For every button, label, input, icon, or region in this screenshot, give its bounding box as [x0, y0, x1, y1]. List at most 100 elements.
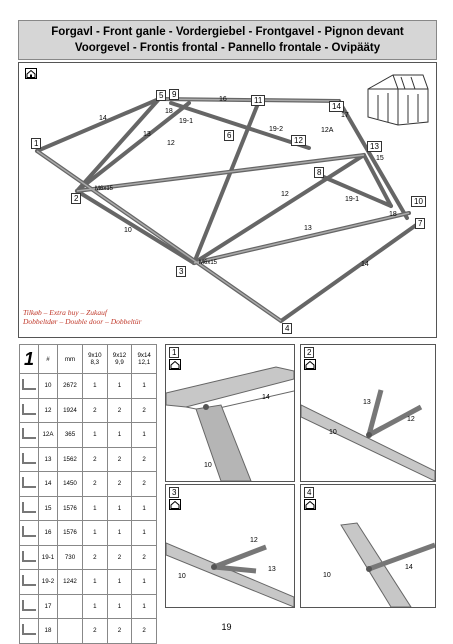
bolt-label: M6x15	[199, 260, 218, 266]
profile-icon	[22, 550, 36, 562]
profile-icon-cell	[19, 593, 39, 619]
detail-number: 3	[169, 487, 180, 498]
length-mm-cell: 1576	[57, 495, 83, 521]
qty-9x12-cell: 1	[106, 569, 133, 595]
part-number-cell: 10	[38, 373, 58, 399]
qty-9x14-cell: 2	[131, 471, 157, 497]
profile-icon	[22, 624, 36, 636]
qty-9x10-cell: 1	[82, 569, 108, 595]
part-label: 10	[178, 573, 186, 580]
part-label: 12	[167, 140, 175, 147]
callout-13: 13	[367, 141, 382, 152]
detail-panel-4: 4 14 10	[300, 484, 436, 608]
qty-9x10-cell: 2	[82, 544, 108, 570]
house-icon	[304, 359, 316, 370]
qty-9x14-cell: 2	[131, 446, 157, 472]
part-number-cell: 16	[38, 520, 58, 546]
house-icon	[25, 68, 37, 79]
detail-panel-2: 2 13 12 10	[300, 344, 436, 482]
part-label: 13	[143, 131, 151, 138]
qty-9x12-cell: 2	[106, 544, 133, 570]
part-label: 12	[281, 191, 289, 198]
qty-9x10-cell: 1	[82, 593, 108, 619]
extra-buy-note: Tilkøb – Extra buy – Zukauf	[23, 308, 107, 317]
profile-icon	[22, 575, 36, 587]
part-number-cell: 19-1	[38, 544, 58, 570]
part-label: 12	[407, 416, 415, 423]
house-icon	[169, 359, 181, 370]
detail-drawing-3	[166, 542, 294, 607]
part-label: 18	[389, 211, 397, 218]
callout-11: 11	[251, 95, 266, 106]
detail-drawing-4	[340, 522, 435, 607]
qty-9x10-cell: 1	[82, 520, 108, 546]
profile-icon-cell	[19, 373, 39, 399]
qty-9x10-cell: 2	[82, 397, 108, 423]
profile-icon	[22, 501, 36, 513]
part-number-cell: 13	[38, 446, 58, 472]
length-mm-cell: 730	[57, 544, 83, 570]
length-mm-cell	[57, 618, 83, 644]
callout-7: 7	[415, 218, 426, 229]
profile-icon	[22, 452, 36, 464]
detail-panel-1: 1 14 10	[165, 344, 295, 482]
part-label: 18	[165, 108, 173, 115]
qty-9x14-cell: 2	[131, 618, 157, 644]
callout-4: 4	[282, 323, 293, 334]
profile-icon-cell	[19, 446, 39, 472]
qty-9x10-cell: 1	[82, 422, 108, 448]
profile-icon-cell	[19, 422, 39, 448]
detail-number: 4	[304, 487, 315, 498]
profile-icon	[22, 403, 36, 415]
part-number-cell: 17	[38, 593, 58, 619]
profile-icon	[22, 599, 36, 611]
callout-9: 9	[169, 89, 180, 100]
part-number-cell: 12	[38, 397, 58, 423]
profile-icon-cell	[19, 397, 39, 423]
page-header: Forgavl - Front ganle - Vordergiebel - F…	[18, 20, 437, 60]
qty-9x14-cell: 2	[131, 544, 157, 570]
qty-9x14-cell: 1	[131, 569, 157, 595]
qty-9x12-cell: 1	[106, 373, 133, 399]
length-mm-cell: 1450	[57, 471, 83, 497]
part-label: 10	[124, 227, 132, 234]
detail-panel-3: 3 12 13 10	[165, 484, 295, 608]
length-mm-cell: 1242	[57, 569, 83, 595]
qty-9x12-cell: 1	[106, 520, 133, 546]
callout-5: 5	[156, 90, 167, 101]
profile-icon	[22, 477, 36, 489]
length-mm-cell: 1562	[57, 446, 83, 472]
callout-8: 8	[314, 167, 325, 178]
qty-9x12-cell: 2	[106, 618, 133, 644]
part-label: 16	[219, 96, 227, 103]
part-label: 14	[361, 261, 369, 268]
qty-9x10-cell: 1	[82, 373, 108, 399]
page-number: 19	[221, 622, 232, 632]
profile-icon	[22, 379, 36, 391]
profile-icon-cell	[19, 520, 39, 546]
count-header: #	[38, 344, 58, 374]
length-mm-cell: 1576	[57, 520, 83, 546]
callout-10: 10	[411, 196, 426, 207]
detail-number: 2	[304, 347, 315, 358]
header-title-line2: Voorgevel - Frontis frontal - Pannello f…	[74, 42, 381, 54]
part-label: 13	[268, 566, 276, 573]
part-label: 14	[99, 115, 107, 122]
qty-9x10-cell: 2	[82, 471, 108, 497]
profile-icon-cell	[19, 544, 39, 570]
part-label: 10	[329, 429, 337, 436]
qty-9x10-cell: 2	[82, 446, 108, 472]
part-label: 13	[363, 399, 371, 406]
qty-9x14-cell: 1	[131, 520, 157, 546]
step-number: 1	[23, 348, 34, 369]
